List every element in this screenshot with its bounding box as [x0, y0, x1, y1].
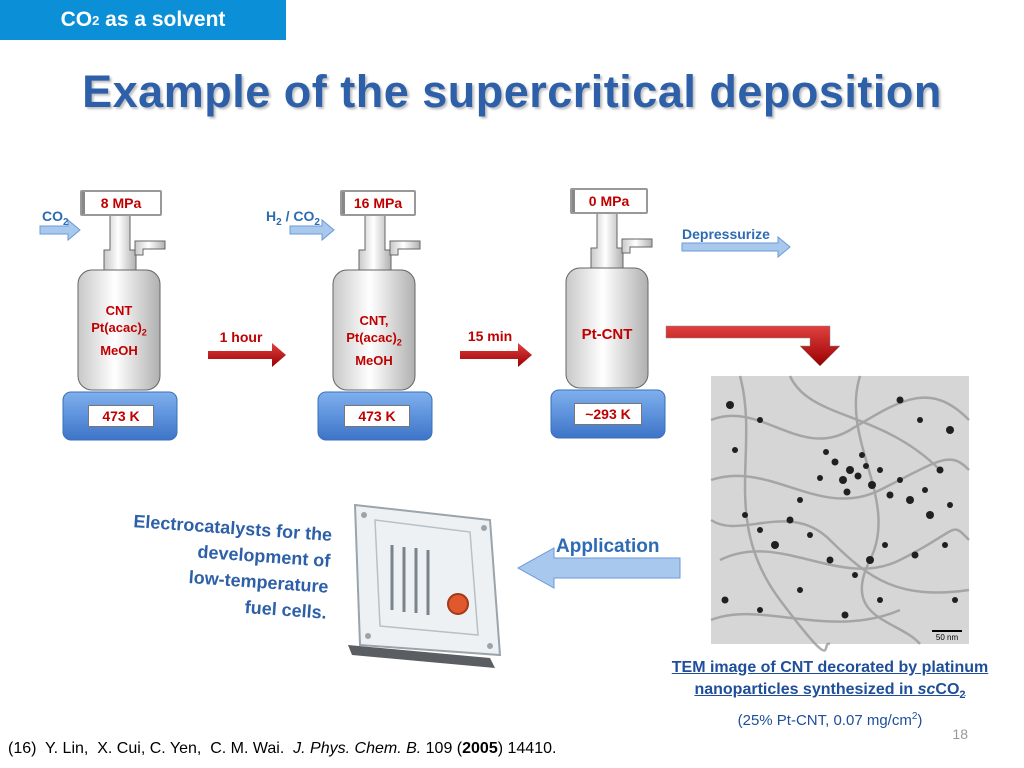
gas-label-1-main: CO: [42, 208, 63, 224]
gas-label-1: CO2: [42, 208, 69, 228]
tem-caption-co: CO: [935, 681, 960, 698]
tem-caption-pre: nanoparticles synthesized in: [694, 681, 918, 698]
vessel-1-line-2: Pt(acac)2: [78, 319, 160, 342]
vessel-contents-1: CNT Pt(acac)2 MeOH: [78, 302, 160, 359]
section-tab-sub: 2: [92, 12, 100, 28]
reference-journal: J. Phys. Chem. B.: [293, 740, 422, 757]
h2-inlet-arrow: [289, 218, 335, 242]
vessel-contents-2: CNT, Pt(acac)2 MeOH: [333, 312, 415, 369]
tem-caption: TEM image of CNT decorated by platinum n…: [660, 657, 1000, 732]
vessel-1-sub: 2: [141, 327, 147, 338]
vessel-1-line-3: MeOH: [100, 342, 138, 358]
reference-year: 2005: [462, 740, 498, 757]
gas-label-2-tail: / CO: [281, 208, 315, 224]
tem-caption-line-2: nanoparticles synthesized in scCO2: [660, 679, 1000, 706]
tem-caption-line-3: (25% Pt-CNT, 0.07 mg/cm2): [660, 706, 1000, 732]
gas-label-2: H2 / CO2: [266, 208, 320, 228]
gas-label-2-main: H: [266, 208, 277, 224]
tem-caption-line-1: TEM image of CNT decorated by platinum: [671, 659, 989, 676]
tem-caption-close: ): [917, 712, 923, 730]
reference-authors: (16) Y. Lin, X. Cui, C. Yen, C. M. Wai.: [8, 740, 294, 757]
section-tab-suffix: as a solvent: [99, 8, 226, 31]
fuel-cell-image: [348, 503, 502, 668]
reference-citation: (16) Y. Lin, X. Cui, C. Yen, C. M. Wai. …: [8, 740, 556, 758]
gas-label-2-sub2: 2: [314, 216, 320, 228]
vessel-2-line-3: MeOH: [355, 352, 393, 368]
temperature-box-3: ~293 K: [574, 403, 642, 425]
slide-title: Example of the supercritical deposition: [82, 66, 942, 117]
application-arrow: [516, 547, 681, 589]
gas-label-1-sub: 2: [63, 216, 69, 228]
co2-inlet-arrow: [39, 218, 81, 242]
temperature-box-2: 473 K: [344, 405, 410, 427]
vessel-2-line-2: Pt(acac)2: [333, 329, 415, 352]
tem-caption-sc: sc: [917, 681, 936, 698]
tem-caption-conc: (25% Pt-CNT, 0.07 mg/cm: [737, 712, 912, 730]
vessel-1-line-1: CNT: [105, 303, 133, 318]
pressure-gauge-2: 16 MPa: [340, 190, 416, 216]
section-tab-prefix: CO: [60, 8, 93, 31]
gas-label-2-sub: 2: [276, 216, 282, 228]
depressurize-label: Depressurize: [682, 226, 770, 242]
result-arrow: [665, 325, 841, 367]
slide-number: 18: [952, 726, 968, 742]
pressure-gauge-1: 8 MPa: [80, 190, 162, 216]
process-arrow-2: [460, 343, 532, 367]
vessel-contents-3: Pt-CNT: [581, 326, 633, 343]
depressurize-arrow: [681, 235, 791, 259]
arrow-label-1-hour: 1 hour: [219, 329, 263, 345]
application-label: Application: [556, 536, 660, 557]
electrocatalyst-caption: Electrocatalysts for the development of …: [111, 507, 333, 626]
vessel-2-line-1: CNT,: [359, 313, 389, 328]
temperature-box-1: 473 K: [88, 405, 154, 427]
tem-image: 50 nm: [710, 375, 970, 652]
tem-caption-sup: 2: [911, 711, 918, 723]
arrow-label-15-min: 15 min: [467, 328, 513, 344]
vessel-2-pt-acac: Pt(acac): [346, 330, 397, 345]
vessel-1-pt-acac: Pt(acac): [91, 320, 142, 335]
process-arrow-1: [208, 343, 286, 367]
reference-pages: ) 14410.: [497, 740, 557, 757]
reference-volume: 109 (: [421, 740, 463, 757]
vessel-2-sub: 2: [396, 337, 402, 348]
pressure-gauge-3: 0 MPa: [570, 188, 648, 214]
tem-scale-label: 50 nm: [936, 633, 959, 642]
tem-caption-sub: 2: [959, 689, 966, 702]
